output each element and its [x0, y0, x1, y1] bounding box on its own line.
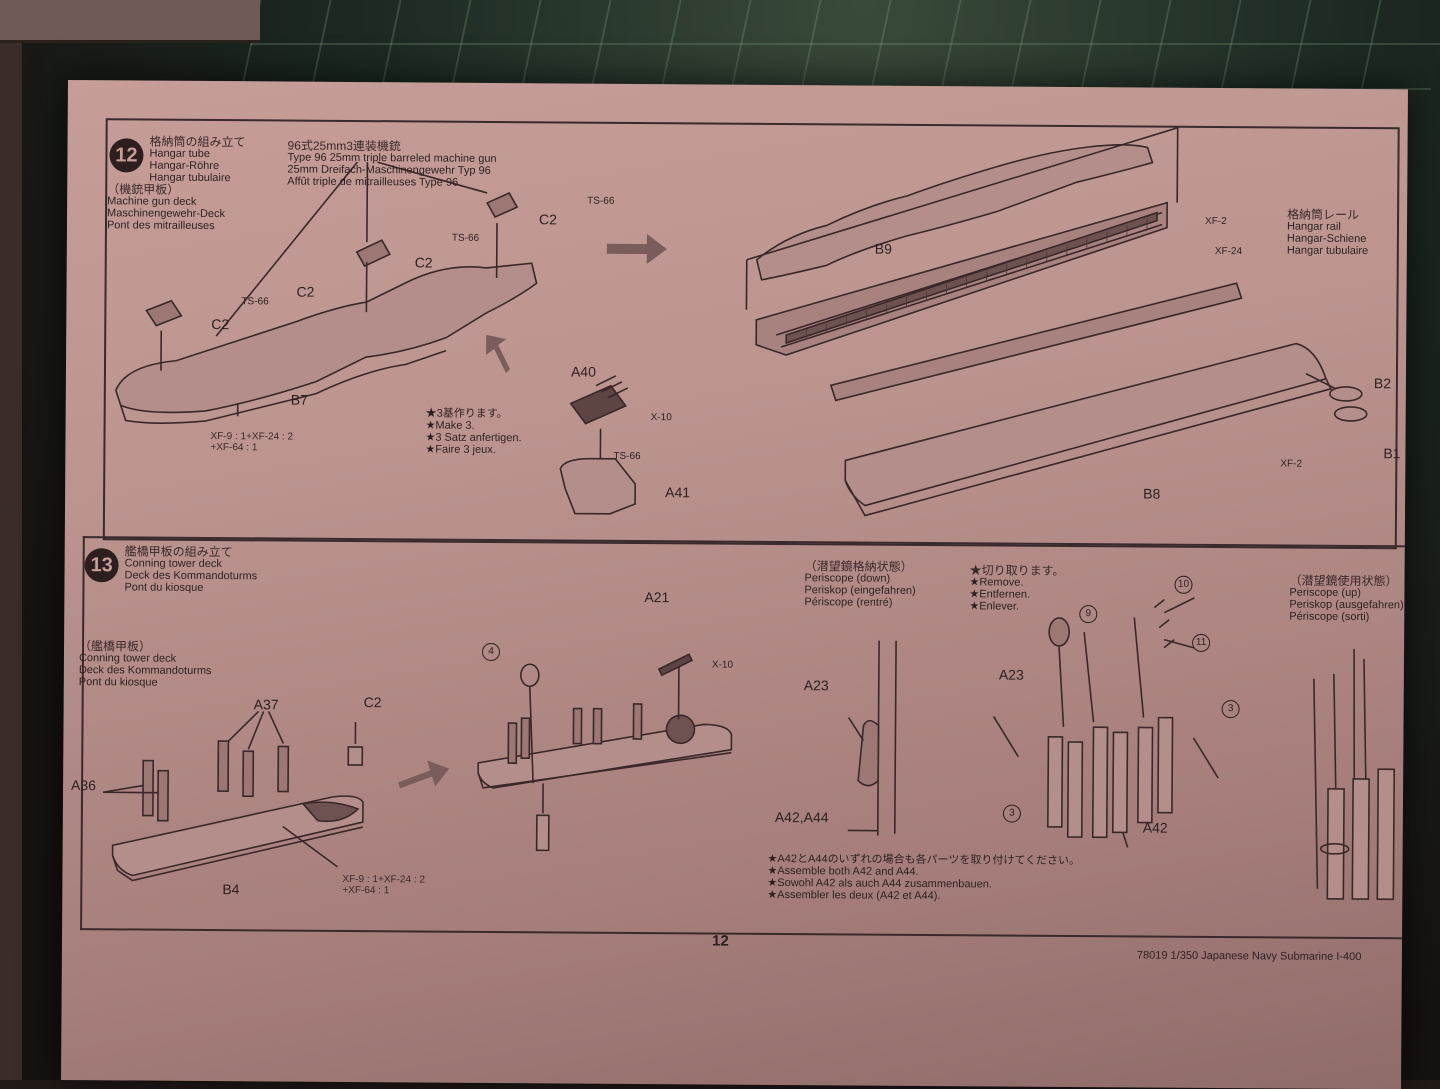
remove-en: ★Remove. — [969, 576, 1064, 589]
rail-caption-fr: Hangar tubulaire — [1287, 245, 1368, 258]
label-a42-a44: A42,A44 — [775, 809, 829, 825]
callout-9: 9 — [1079, 605, 1097, 623]
label-b7: B7 — [291, 392, 308, 408]
label-b8: B8 — [1143, 486, 1160, 502]
label-c2-d: C2 — [211, 316, 229, 332]
label-x10-b: X-10 — [712, 660, 733, 671]
label-c2-c: C2 — [296, 284, 314, 300]
rail-caption-de: Hangar-Schiene — [1287, 233, 1368, 246]
step-13-title: 艦橋甲板の組み立て Conning tower deck Deck des Ko… — [124, 545, 257, 594]
box-top-edge — [0, 0, 260, 43]
step-13-number: 13 — [84, 548, 118, 582]
remove-jp: ★切り取ります。 — [970, 564, 1065, 577]
gun-caption: 96式25mm3連装機銃 Type 96 25mm triple barrele… — [287, 140, 496, 189]
label-a23-b: A23 — [999, 667, 1024, 683]
make-three-note: ★3基作ります。 ★Make 3. ★3 Satz anfertigen. ★F… — [425, 408, 521, 457]
periscope-up-de: Periskop (ausgefahren) — [1289, 599, 1403, 612]
rail-caption-jp: 格納筒レール — [1287, 209, 1368, 222]
deck-caption-jp: （機銃甲板） — [107, 183, 225, 196]
periscope-down-jp: （潜望鏡格納状態） — [805, 560, 916, 573]
paint-callout-12: XF-9 : 1+XF-24 : 2 +XF-64 : 1 — [210, 431, 293, 454]
label-x10-a: X-10 — [651, 412, 672, 423]
step-13-title-de: Deck des Kommandoturms — [125, 569, 258, 582]
label-c2-e: C2 — [364, 694, 382, 710]
assemble-note-fr: ★Assembler les deux (A42 et A44). — [767, 889, 1080, 903]
label-ts66-c: TS-66 — [241, 296, 268, 307]
make-three-fr: ★Faire 3 jeux. — [425, 444, 521, 457]
deck-caption: （機銃甲板） Machine gun deck Maschinengewehr-… — [107, 183, 225, 232]
periscope-up-caption: （潜望鏡使用状態） Periscope (up) Periskop (ausge… — [1289, 575, 1404, 624]
label-b9: B9 — [875, 241, 892, 257]
remove-de: ★Entfernen. — [969, 588, 1064, 601]
page-number: 12 — [712, 933, 729, 950]
deck-caption-de: Maschinengewehr-Deck — [107, 207, 225, 220]
box-side-edge — [0, 0, 22, 1080]
callout-11: 11 — [1192, 634, 1210, 652]
periscope-down-caption: （潜望鏡格納状態） Periscope (down) Periskop (ein… — [804, 560, 916, 609]
instruction-sheet: 12 格納筒の組み立て Hangar tube Hangar-Röhre Han… — [61, 80, 1408, 1089]
conning-deck-jp: （艦橋甲板） — [79, 640, 212, 653]
label-ts66-a: TS-66 — [587, 196, 614, 207]
conning-deck-en: Conning tower deck — [79, 652, 212, 665]
label-xf2-b: XF-2 — [1280, 458, 1302, 469]
label-a40: A40 — [571, 364, 596, 380]
periscope-down-en: Periscope (down) — [804, 572, 915, 585]
label-a21: A21 — [644, 589, 669, 605]
periscope-up-fr: Périscope (sorti) — [1289, 611, 1403, 624]
label-b1: B1 — [1383, 445, 1400, 461]
deck-caption-fr: Pont des mitrailleuses — [107, 219, 225, 232]
callout-3-b: 3 — [1003, 805, 1021, 823]
conning-deck-de: Deck des Kommandoturms — [79, 664, 212, 677]
paint-callout-13: XF-9 : 1+XF-24 : 2 +XF-64 : 1 — [342, 874, 425, 897]
rail-caption-en: Hangar rail — [1287, 221, 1368, 234]
periscope-up-en: Periscope (up) — [1289, 587, 1403, 600]
label-a37: A37 — [254, 696, 279, 712]
remove-caption: ★切り取ります。 ★Remove. ★Entfernen. ★Enlever. — [969, 564, 1064, 613]
label-c2-a: C2 — [539, 211, 557, 227]
deck-caption-en: Machine gun deck — [107, 195, 225, 208]
label-xf2-a: XF-2 — [1205, 216, 1227, 227]
label-a23-a: A23 — [804, 677, 829, 693]
step-13-title-en: Conning tower deck — [125, 557, 258, 570]
step-12-title-en: Hangar tube — [149, 148, 245, 161]
callout-3-a: 3 — [1222, 700, 1240, 718]
label-ts66-d: TS-66 — [613, 451, 640, 462]
assemble-note: ★A42とA44のいずれの場合も各パーツを取り付けてください。 ★Assembl… — [767, 853, 1080, 903]
gun-caption-fr: Affût triple de mitrailleuses Type 96 — [287, 176, 496, 189]
step-13-frame — [80, 536, 1408, 939]
conning-deck-caption: （艦橋甲板） Conning tower deck Deck des Komma… — [79, 640, 212, 689]
label-a36: A36 — [71, 777, 96, 793]
step-12-title: 格納筒の組み立て Hangar tube Hangar-Röhre Hangar… — [149, 136, 245, 185]
cutting-mat-grid — [240, 0, 1440, 90]
step-12-title-de: Hangar-Röhre — [149, 160, 245, 173]
label-b4: B4 — [222, 881, 239, 897]
periscope-up-jp: （潜望鏡使用状態） — [1289, 575, 1403, 588]
label-ts66-b: TS-66 — [452, 233, 479, 244]
callout-4: 4 — [482, 643, 500, 661]
make-three-en: ★Make 3. — [426, 420, 522, 433]
step-13-title-fr: Pont du kiosque — [124, 581, 257, 594]
label-a41: A41 — [665, 484, 690, 500]
remove-fr: ★Enlever. — [969, 600, 1064, 613]
callout-10: 10 — [1174, 576, 1192, 594]
rail-caption: 格納筒レール Hangar rail Hangar-Schiene Hangar… — [1287, 209, 1369, 258]
label-b2: B2 — [1374, 375, 1391, 391]
label-a42: A42 — [1143, 820, 1168, 836]
conning-deck-fr: Pont du kiosque — [79, 676, 212, 689]
periscope-down-de: Periskop (eingefahren) — [804, 584, 915, 597]
periscope-down-fr: Périscope (rentré) — [804, 596, 915, 609]
step-12-title-jp: 格納筒の組み立て — [150, 136, 246, 149]
label-c2-b: C2 — [415, 254, 433, 270]
step-12-number: 12 — [109, 138, 143, 172]
make-three-de: ★3 Satz anfertigen. — [425, 432, 521, 445]
footer-product: 78019 1/350 Japanese Navy Submarine I-40… — [1137, 949, 1362, 963]
label-xf24: XF-24 — [1215, 246, 1242, 257]
make-three-jp: ★3基作ります。 — [426, 408, 522, 421]
step-13-title-jp: 艦橋甲板の組み立て — [125, 545, 258, 558]
